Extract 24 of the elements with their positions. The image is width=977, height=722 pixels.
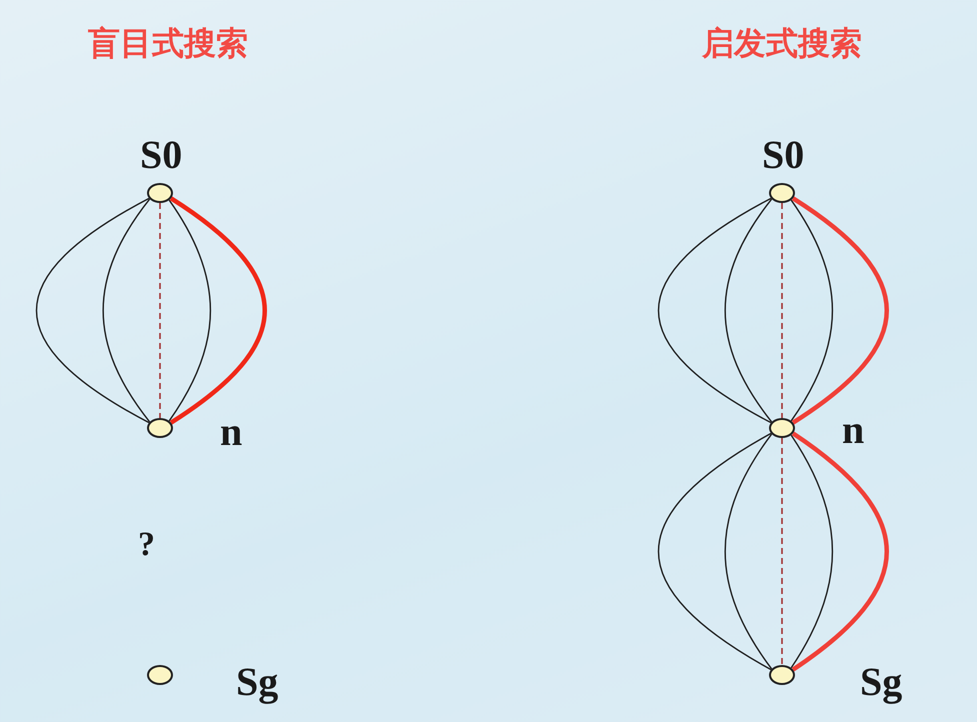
path-curve xyxy=(658,432,772,670)
path-curve xyxy=(724,434,772,670)
path-curve xyxy=(792,196,889,425)
path-curve xyxy=(724,198,772,422)
node-label: Sg xyxy=(860,660,902,704)
path-curve xyxy=(36,198,150,424)
section-heading: 启发式搜索 xyxy=(702,23,862,64)
node-label: n xyxy=(842,408,864,452)
node-label: S0 xyxy=(762,133,804,177)
dashed-path-line xyxy=(781,203,783,418)
path-curve xyxy=(792,432,889,672)
dashed-path-line xyxy=(781,438,783,665)
section-heading: 盲目式搜索 xyxy=(88,23,248,64)
node-label: Sg xyxy=(236,660,278,704)
path-curve xyxy=(168,200,212,422)
path-curve xyxy=(102,198,150,422)
node-label: n xyxy=(220,410,242,454)
node-label: S0 xyxy=(140,133,182,177)
path-curve xyxy=(170,196,267,425)
question-mark: ? xyxy=(138,525,155,565)
path-curve xyxy=(790,434,834,668)
dashed-path-line xyxy=(159,203,161,418)
path-curve xyxy=(790,200,834,422)
path-curve xyxy=(658,198,772,424)
